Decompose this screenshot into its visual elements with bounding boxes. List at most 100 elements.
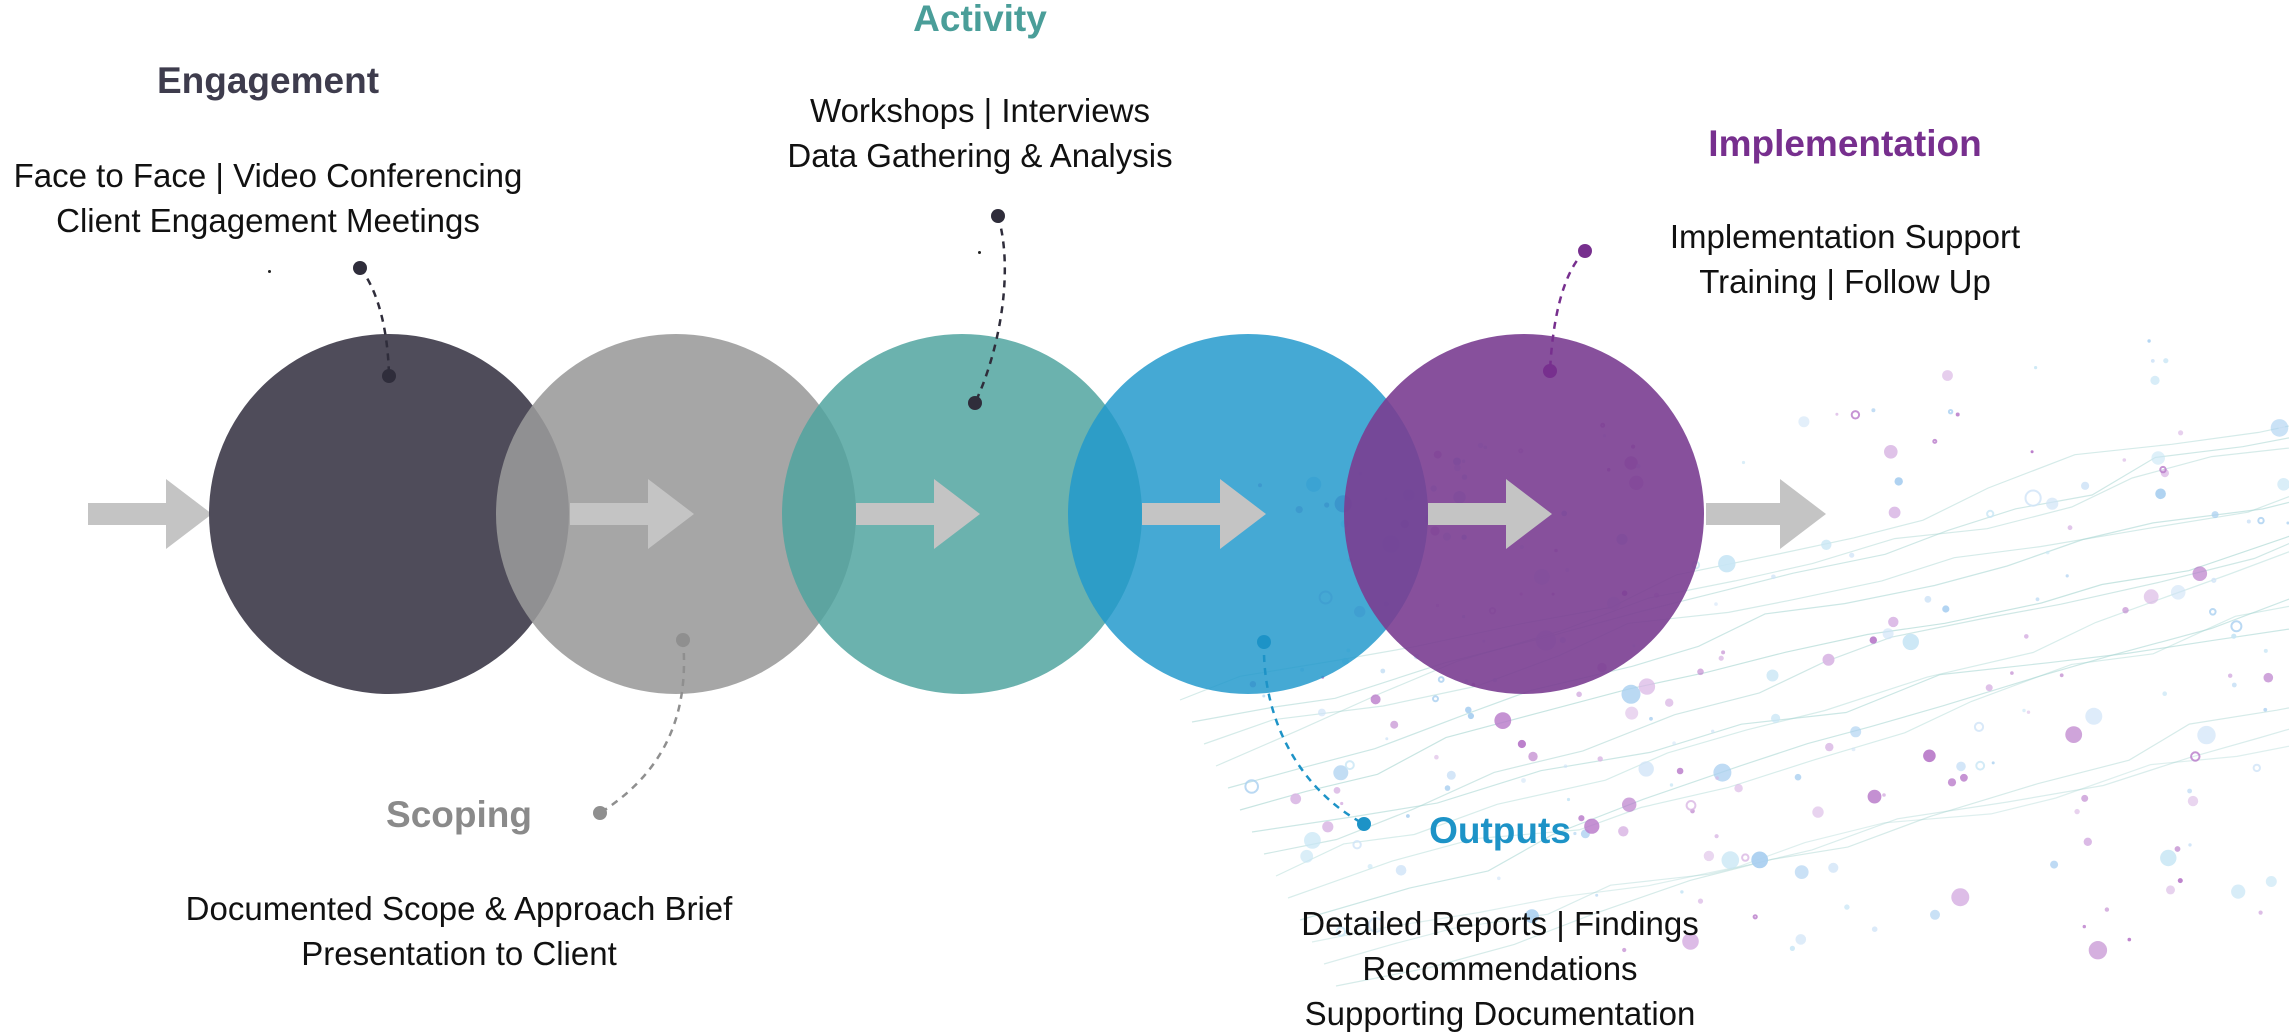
network-node xyxy=(2257,516,2265,525)
network-node xyxy=(1894,477,1903,486)
network-node xyxy=(1494,712,1512,729)
outputs-detail-line: Recommendations xyxy=(1362,950,1638,987)
network-node xyxy=(1721,851,1740,869)
network-node xyxy=(1352,840,1362,850)
network-node xyxy=(1676,767,1684,775)
network-node xyxy=(2190,751,2201,762)
network-node xyxy=(2197,725,2216,745)
network-node xyxy=(2147,339,2151,343)
network-node xyxy=(1333,787,1341,794)
implementation-detail-line: Training | Follow Up xyxy=(1699,263,1991,300)
network-node xyxy=(2065,726,2083,743)
network-node xyxy=(1244,779,1259,794)
activity-detail-line: Data Gathering & Analysis xyxy=(787,137,1173,174)
network-node xyxy=(1370,694,1381,705)
network-node xyxy=(2228,673,2233,678)
activity-title: Activity xyxy=(913,0,1047,39)
network-node xyxy=(1446,770,1456,780)
network-node xyxy=(2160,849,2177,867)
network-node xyxy=(1752,914,1758,920)
network-node xyxy=(1973,721,1985,733)
network-node xyxy=(1595,893,1599,897)
network-line xyxy=(1299,598,2289,921)
network-node xyxy=(2277,478,2289,491)
exit-arrow xyxy=(1706,479,1826,549)
network-node xyxy=(2030,450,2034,454)
network-node xyxy=(1390,720,1399,729)
network-node xyxy=(2150,375,2160,385)
network-node xyxy=(2151,451,2165,465)
network-node xyxy=(1741,460,1746,465)
network-node xyxy=(1672,741,1676,745)
network-node xyxy=(1821,539,1832,550)
network-node xyxy=(2085,707,2103,725)
network-node xyxy=(1871,926,1878,932)
network-node xyxy=(1665,698,1674,707)
network-node xyxy=(2231,884,2246,899)
network-node xyxy=(2263,648,2268,653)
network-node xyxy=(1584,818,1600,834)
network-node xyxy=(1344,760,1355,771)
network-node xyxy=(1718,655,1724,661)
network-node xyxy=(1465,706,1472,714)
network-node xyxy=(2122,458,2127,462)
network-line xyxy=(1251,628,2289,833)
network-node xyxy=(1333,765,1349,781)
network-node xyxy=(2160,469,2169,478)
network-node xyxy=(2026,710,2031,714)
flow-arrow xyxy=(856,479,980,549)
flow-arrow xyxy=(1142,479,1266,549)
network-node xyxy=(1795,934,1807,945)
network-node xyxy=(1290,793,1302,805)
scoping-connector xyxy=(599,639,686,815)
network-node xyxy=(1524,909,1539,924)
scoping-details: Documented Scope & Approach Brief Presen… xyxy=(186,886,733,976)
flow-arrow xyxy=(570,479,694,549)
network-node xyxy=(1721,650,1726,655)
network-node xyxy=(1751,851,1769,869)
network-node xyxy=(1566,797,1571,802)
network-node xyxy=(2187,795,2199,807)
network-node xyxy=(1867,789,1882,804)
network-node xyxy=(1444,785,1451,791)
network-node xyxy=(2263,672,2274,683)
network-node xyxy=(1322,821,1334,833)
entry-arrow xyxy=(88,479,212,549)
network-node xyxy=(2231,633,2237,639)
network-node xyxy=(1888,506,1901,519)
activity-connector-dot xyxy=(968,396,982,410)
network-node xyxy=(1528,751,1538,762)
network-node xyxy=(2122,607,2129,614)
network-node xyxy=(2162,691,2167,696)
outputs-title: Outputs xyxy=(1429,810,1571,851)
network-node xyxy=(1828,862,1839,873)
network-line xyxy=(1287,605,2289,899)
network-node xyxy=(1825,742,1834,752)
network-node xyxy=(1622,947,1627,953)
network-node xyxy=(2265,876,2277,887)
network-node xyxy=(1697,668,1704,676)
network-node xyxy=(1521,778,1526,783)
network-node xyxy=(1871,408,1876,413)
network-node xyxy=(1715,776,1719,780)
network-node xyxy=(1517,739,1526,749)
network-node xyxy=(1986,509,1995,519)
network-node xyxy=(1734,784,1743,793)
network-node xyxy=(1822,653,1835,666)
network-node xyxy=(2246,519,2251,524)
network-node xyxy=(1682,933,1699,950)
network-node xyxy=(2034,366,2038,370)
scoping-detail-line: Presentation to Client xyxy=(301,935,617,972)
network-node xyxy=(2010,671,2014,675)
network-line xyxy=(1311,745,2289,943)
network-node xyxy=(1947,778,1957,787)
network-node xyxy=(2230,620,2243,633)
network-node xyxy=(1794,865,1809,879)
network-node xyxy=(1395,865,1407,876)
flow-arrow xyxy=(1428,479,1552,549)
network-node xyxy=(1697,898,1704,904)
network-node xyxy=(2209,608,2217,616)
network-node xyxy=(1741,853,1750,862)
network-node xyxy=(1621,684,1641,704)
network-node xyxy=(1714,602,1718,606)
